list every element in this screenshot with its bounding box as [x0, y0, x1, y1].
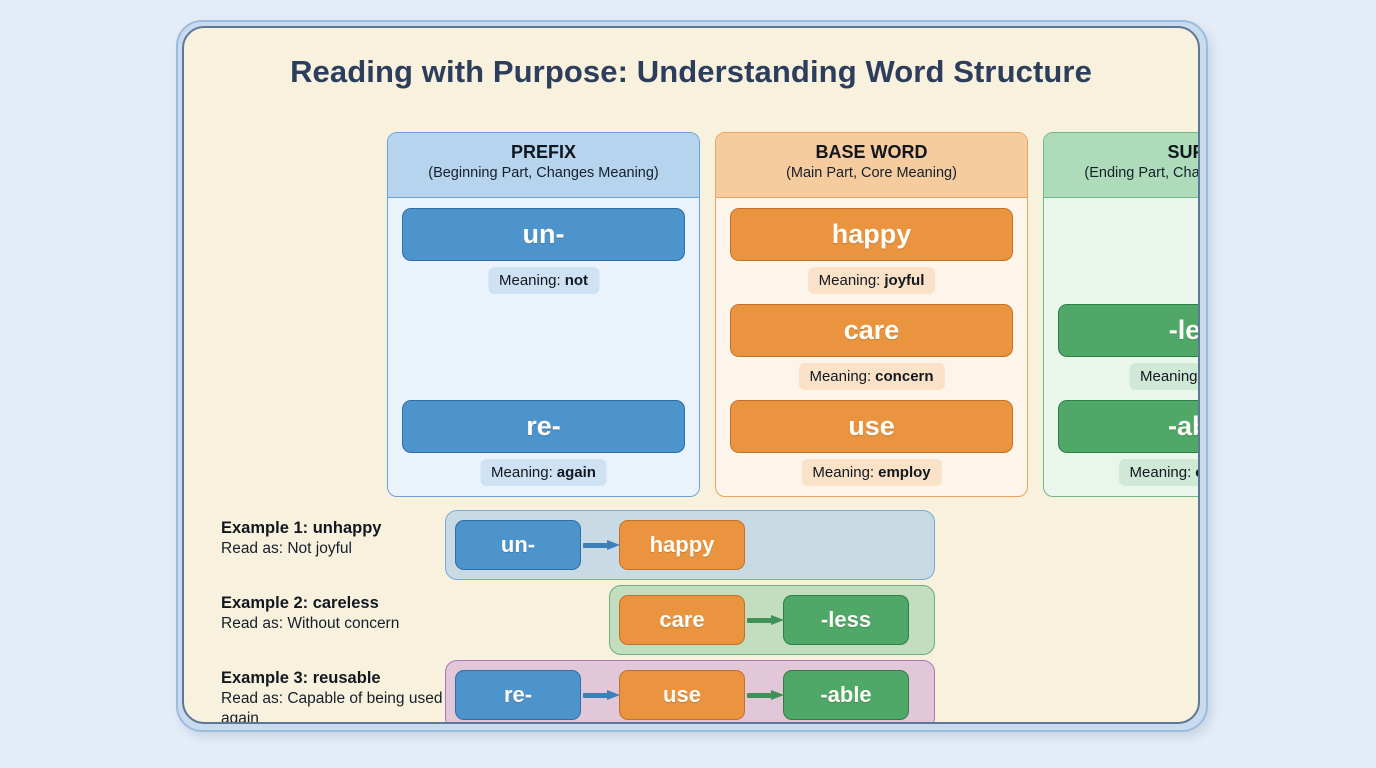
example-3-read-as: Read as: Capable of being used again [221, 690, 443, 724]
example-2-suffix-chip[interactable]: -less [783, 595, 909, 645]
meaning-pill-re: Meaning:again [480, 459, 607, 486]
meaning-pill-able: Meaning:capable of [1118, 459, 1198, 486]
arrow-right-icon [583, 540, 621, 550]
arrow-right-icon [747, 615, 785, 625]
example-1-prefix-chip[interactable]: un- [455, 520, 581, 570]
example-1-read-as: Read as: Not joyful [221, 540, 352, 557]
arrow-right-icon [583, 690, 621, 700]
example-2-base-chip[interactable]: care [619, 595, 745, 645]
column-header-suffix: SUFFIX (Ending Part, Changes Word Class) [1044, 133, 1200, 198]
morpheme-chip-happy[interactable]: happy [730, 208, 1013, 261]
morpheme-chip-use[interactable]: use [730, 400, 1013, 453]
meaning-label: Meaning: [809, 368, 872, 385]
column-subtitle-base-word: (Main Part, Core Meaning) [786, 165, 957, 181]
meaning-label: Meaning: [491, 464, 553, 481]
example-1-base-chip[interactable]: happy [619, 520, 745, 570]
meaning-label: Meaning: [812, 464, 875, 481]
meaning-pill-care: Meaning:concern [798, 363, 945, 390]
meaning-value: again [556, 464, 596, 481]
morpheme-chip-able[interactable]: -able [1058, 400, 1198, 453]
examples-section: Example 1: unhappy Read as: Not joyful E… [184, 500, 1198, 724]
column-body-suffix: -less Meaning:without -able Meaning:capa… [1044, 198, 1200, 496]
meaning-pill-un: Meaning:not [487, 267, 600, 294]
example-1-text: Example 1: unhappy Read as: Not joyful [221, 518, 451, 559]
example-3-text: Example 3: reusable Read as: Capable of … [221, 668, 451, 724]
example-2-text: Example 2: careless Read as: Without con… [221, 593, 451, 634]
morpheme-chip-care[interactable]: care [730, 304, 1013, 357]
column-title-prefix: PREFIX [510, 142, 576, 162]
column-subtitle-prefix: (Beginning Part, Changes Meaning) [428, 165, 659, 181]
example-2-title: Example 2: careless [221, 594, 379, 612]
column-body-base-word: happy Meaning:joyful care Meaning:concer… [716, 198, 1027, 496]
arrow-right-icon [747, 690, 785, 700]
poster-card: Reading with Purpose: Understanding Word… [182, 26, 1200, 724]
column-title-base-word: BASE WORD [815, 142, 928, 162]
meaning-pill-less: Meaning:without [1128, 363, 1200, 390]
example-3-title: Example 3: reusable [221, 669, 381, 687]
column-header-base-word: BASE WORD (Main Part, Core Meaning) [716, 133, 1027, 198]
category-column-suffix: SUFFIX (Ending Part, Changes Word Class)… [1043, 132, 1200, 497]
morpheme-chip-un[interactable]: un- [402, 208, 685, 261]
morpheme-chip-less[interactable]: -less [1058, 304, 1198, 357]
meaning-label: Meaning: [1139, 368, 1200, 385]
column-title-suffix: SUFFIX [1167, 142, 1200, 162]
morpheme-chip-re[interactable]: re- [402, 400, 685, 453]
column-subtitle-suffix: (Ending Part, Changes Word Class) [1084, 165, 1200, 181]
example-3-base-chip[interactable]: use [619, 670, 745, 720]
meaning-label: Meaning: [1129, 464, 1192, 481]
category-column-prefix: PREFIX (Beginning Part, Changes Meaning)… [387, 132, 700, 497]
page-title: Reading with Purpose: Understanding Word… [290, 54, 1092, 89]
meaning-pill-use: Meaning:employ [801, 459, 942, 486]
meaning-value: not [564, 272, 589, 289]
example-3-prefix-chip[interactable]: re- [455, 670, 581, 720]
example-2-read-as: Read as: Without concern [221, 615, 400, 632]
category-column-base-word: BASE WORD (Main Part, Core Meaning) happ… [715, 132, 1028, 497]
example-3-suffix-chip[interactable]: -able [783, 670, 909, 720]
column-header-prefix: PREFIX (Beginning Part, Changes Meaning) [388, 133, 699, 198]
meaning-value: joyful [884, 272, 925, 289]
meaning-value: employ [878, 464, 931, 481]
column-body-prefix: un- Meaning:not re- Meaning:again [388, 198, 699, 496]
example-1-title: Example 1: unhappy [221, 519, 382, 537]
meaning-value: capable of [1195, 464, 1198, 481]
meaning-value: concern [875, 368, 934, 385]
meaning-label: Meaning: [818, 272, 881, 289]
meaning-pill-happy: Meaning:joyful [807, 267, 936, 294]
meaning-label: Meaning: [498, 272, 561, 289]
